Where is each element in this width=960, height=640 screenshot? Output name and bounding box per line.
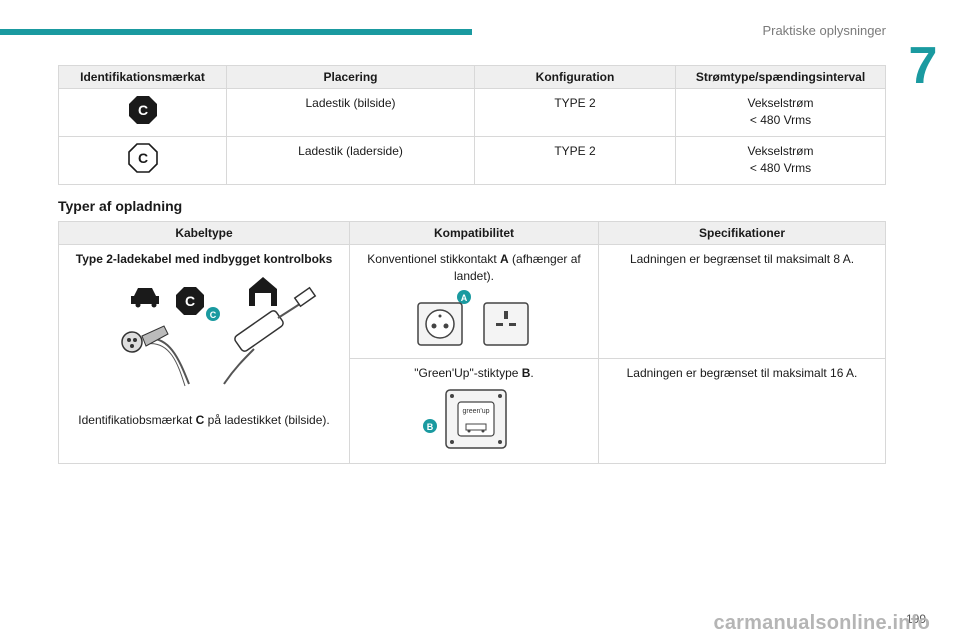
label-letter: C [137, 102, 147, 118]
label-cell: C [58, 88, 227, 137]
kompat-cell: Konventionel stikkontakt A (afhænger af … [349, 244, 599, 359]
stromtype-text: Vekselstrøm [747, 96, 814, 110]
cable-cell: Type 2-ladekabel med indbygget kontrolbo… [58, 244, 350, 464]
caption-marker: C [195, 413, 205, 427]
socket-a-illustration: A [417, 290, 529, 346]
cable-caption: Identifikatiobsmærkat C på ladestikket (… [65, 412, 343, 429]
table-row: C Ladestik (bilside) TYPE 2 Vekselstrøm … [58, 88, 886, 137]
table-header-row: Kabeltype Kompatibilitet Specifikationer [58, 221, 886, 245]
spec-cell: Ladningen er begrænset til maksimalt 8 A… [598, 244, 886, 359]
placering-cell: Ladestik (laderside) [226, 136, 475, 185]
col-header: Identifikationsmærkat [58, 65, 227, 89]
spaending-text: < 480 Vrms [749, 113, 812, 127]
spec-cell: Ladningen er begrænset til maksimalt 16 … [598, 358, 886, 464]
marker-b-icon: B [423, 419, 437, 433]
type2-plug-icon [121, 325, 169, 353]
section-heading: Typer af opladning [58, 198, 183, 214]
charging-cable-illustration: C C [121, 277, 317, 387]
col-header: Kabeltype [58, 221, 350, 245]
col-header: Specifikationer [598, 221, 886, 245]
table-row: C Ladestik (laderside) TYPE 2 Vekselstrø… [58, 136, 886, 185]
label-cell: C [58, 136, 227, 185]
table-row: "Green'Up"-stiktype B. B green'up Ladnin… [59, 358, 886, 464]
stromtype-cell: Vekselstrøm < 480 Vrms [675, 88, 886, 137]
svg-text:C: C [185, 293, 195, 309]
svg-text:A: A [461, 293, 468, 303]
charging-types-table: Kabeltype Kompatibilitet Specifikationer… [58, 221, 886, 464]
marker-c-icon: C [206, 307, 220, 321]
page-number: 199 [905, 612, 926, 626]
octagon-c-filled-icon: C [176, 287, 204, 315]
cable-title: Type 2-ladekabel med indbygget kontrolbo… [75, 252, 333, 266]
caption-text: Identifikatiobsmærkat [78, 413, 196, 427]
caption-text: på ladestikket (bilside). [204, 413, 330, 427]
watermark: carmanualsonline.info [713, 612, 930, 634]
greenup-label: green'up [462, 408, 489, 415]
svg-text:B: B [427, 422, 434, 432]
kompat-text: Konventionel stikkontakt A (afhænger af … [367, 252, 581, 283]
octagon-c-outline-icon: C [127, 143, 158, 173]
marker-a-icon: A [457, 290, 471, 304]
col-header: Strømtype/spændingsinterval [675, 65, 886, 89]
kompat-cell: "Green'Up"-stiktype B. B green'up [349, 358, 599, 464]
table-row: Type 2-ladekabel med indbygget kontrolbo… [58, 244, 886, 464]
octagon-c-filled-icon: C [128, 96, 157, 124]
label-letter: C [137, 150, 147, 166]
identification-table: Identifikationsmærkat Placering Konfigur… [58, 65, 886, 185]
placering-cell: Ladestik (bilside) [226, 88, 475, 137]
table-header-row: Identifikationsmærkat Placering Konfigur… [58, 65, 886, 89]
kompat-text: "Green'Up"-stiktype B. [414, 366, 534, 380]
col-header: Placering [226, 65, 475, 89]
col-header: Konfiguration [474, 65, 676, 89]
header-accent-bar [0, 29, 472, 35]
section-title: Praktiske oplysninger [762, 23, 886, 38]
konfiguration-cell: TYPE 2 [474, 88, 676, 137]
socket-b-illustration: B green'up [423, 389, 507, 449]
car-icon [131, 288, 159, 308]
svg-text:C: C [210, 310, 217, 320]
stromtype-cell: Vekselstrøm < 480 Vrms [675, 136, 886, 185]
chapter-number: 7 [908, 37, 938, 95]
spaending-text: < 480 Vrms [749, 161, 812, 175]
konfiguration-cell: TYPE 2 [474, 136, 676, 185]
garage-icon [249, 277, 277, 306]
stromtype-text: Vekselstrøm [747, 144, 814, 158]
col-header: Kompatibilitet [349, 221, 599, 245]
